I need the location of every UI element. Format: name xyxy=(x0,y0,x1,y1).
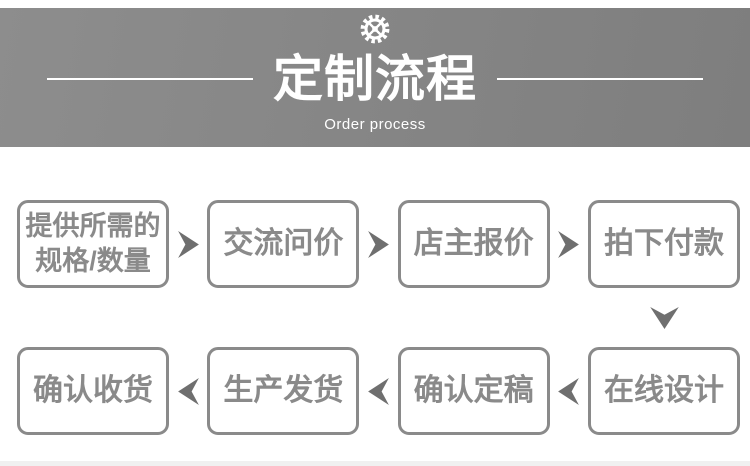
step-label: 规格/数量 xyxy=(35,246,151,276)
step-box-provide-specs: 提供所需的 规格/数量 xyxy=(17,200,169,288)
connector-cell xyxy=(588,288,740,347)
banner-title-row: 定制流程 xyxy=(47,53,703,105)
section-title: 定制流程 xyxy=(273,51,477,107)
arrow-right-icon xyxy=(177,230,199,258)
step-label: 在线设计 xyxy=(603,374,724,408)
title-divider-right xyxy=(497,78,703,80)
arrow-cell xyxy=(359,200,397,288)
arrow-right-icon xyxy=(368,230,389,258)
step-box-inquiry: 交流问价 xyxy=(207,200,360,288)
step-box-confirm-draft: 确认定稿 xyxy=(397,347,550,435)
arrow-left-icon xyxy=(558,377,580,405)
step-box-seller-quote: 店主报价 xyxy=(397,200,550,288)
step-label: 生产发货 xyxy=(223,374,344,408)
gear-icon xyxy=(360,14,390,44)
step-label: 确认收货 xyxy=(33,374,153,408)
step-label: 店主报价 xyxy=(413,227,534,261)
arrow-cell xyxy=(169,347,207,435)
step-label: 确认定稿 xyxy=(413,374,534,408)
arrow-cell xyxy=(550,347,588,435)
step-box-production-shipping: 生产发货 xyxy=(207,347,360,435)
step-label: 提供所需的 xyxy=(25,210,161,241)
row-connector xyxy=(17,288,740,347)
process-row-bottom: 确认收货 生产发货 确认定稿 在线设计 xyxy=(17,347,740,435)
arrow-cell xyxy=(169,200,207,288)
arrow-cell xyxy=(550,200,588,288)
section-subtitle: Order process xyxy=(324,116,426,133)
arrow-down-icon xyxy=(649,306,679,329)
step-box-online-design: 在线设计 xyxy=(587,347,740,435)
step-label: 拍下付款 xyxy=(603,227,724,261)
arrow-cell xyxy=(359,347,397,435)
process-row-top: 提供所需的 规格/数量 交流问价 店主报价 拍下付款 xyxy=(17,200,740,288)
next-section-strip xyxy=(0,461,750,466)
arrow-right-icon xyxy=(558,230,580,258)
arrow-left-icon xyxy=(368,377,389,405)
banner: 定制流程 Order process xyxy=(0,8,750,147)
step-box-payment: 拍下付款 xyxy=(587,200,740,288)
step-label: 交流问价 xyxy=(223,227,344,261)
arrow-left-icon xyxy=(177,377,199,405)
title-divider-left xyxy=(47,78,253,80)
step-box-confirm-receipt: 确认收货 xyxy=(17,347,169,435)
